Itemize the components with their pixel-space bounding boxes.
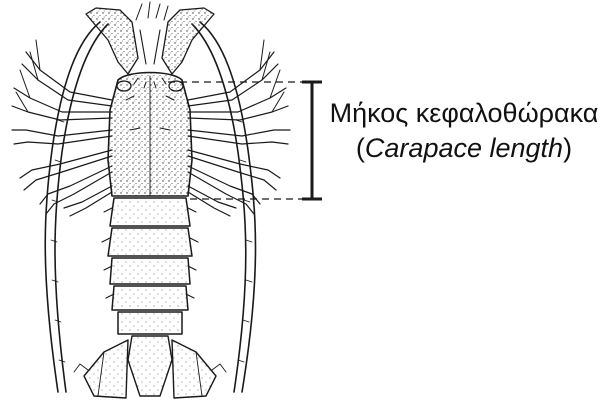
right-legs <box>188 40 290 216</box>
right-antenna <box>192 22 256 392</box>
left-antenna <box>45 22 108 392</box>
label-english: Carapace length <box>365 133 563 163</box>
carapace-length-label: Μήκος κεφαλοθώρακα (Carapace length) <box>316 96 612 166</box>
carapace <box>108 73 192 197</box>
abdomen <box>102 198 198 334</box>
antennule-bases <box>86 2 214 74</box>
label-open-paren: ( <box>356 133 365 163</box>
label-english-line: (Carapace length) <box>316 130 612 166</box>
label-close-paren: ) <box>563 133 572 163</box>
left-legs <box>12 40 112 216</box>
tail-fan <box>74 336 226 398</box>
label-greek: Μήκος κεφαλοθώρακα <box>316 96 612 130</box>
